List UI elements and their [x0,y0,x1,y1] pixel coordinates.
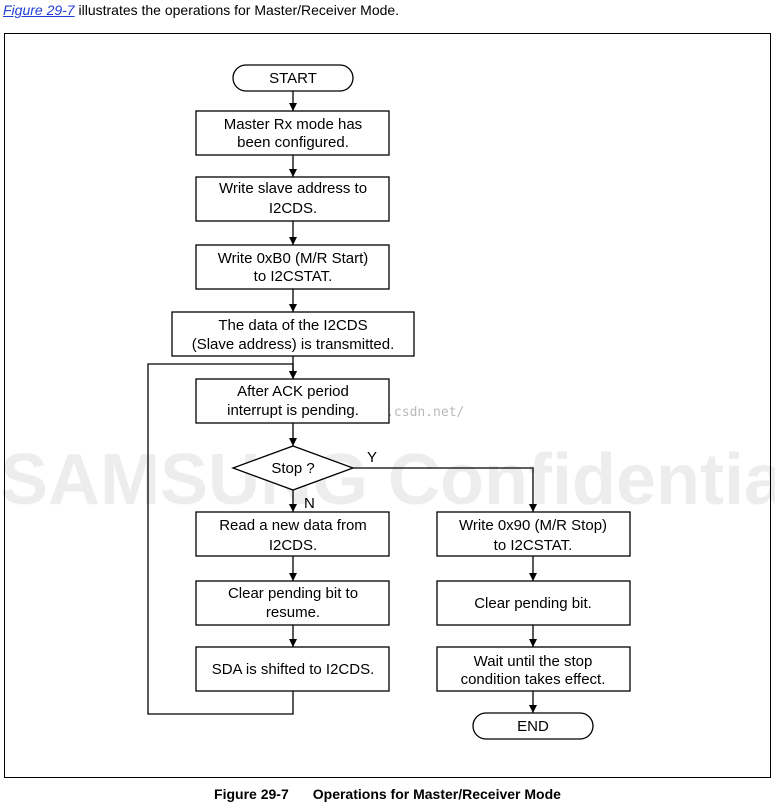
figure-link[interactable]: Figure 29-7 [3,2,75,18]
write-address-line-2: I2CDS. [269,200,317,217]
transmitted-line-2: (Slave address) is transmitted. [192,336,395,353]
intro-text: Figure 29-7 illustrates the operations f… [3,2,399,18]
wait-stop-line-1: Wait until the stop [474,653,593,670]
read-data-line-2: I2CDS. [269,537,317,554]
figure-frame [4,33,771,778]
flowchart-shapes [171,64,631,740]
figure-caption: Figure 29-7 Operations for Master/Receive… [0,786,775,802]
caption-title: Operations for Master/Receiver Mode [312,786,561,802]
sda-shift-label: SDA is shifted to I2CDS. [212,661,375,678]
write-address-line-1: Write slave address to [219,180,367,197]
no-label: N [304,495,315,512]
end-label: END [517,718,549,735]
yes-label: Y [367,449,377,466]
configured-line-2: been configured. [237,134,349,151]
start-label: START [269,70,317,87]
intro-sentence: illustrates the operations for Master/Re… [74,2,400,18]
clear-resume-line-1: Clear pending bit to [228,585,358,602]
clear-resume-box [195,580,390,626]
write-stop-line-2: to I2CSTAT. [494,537,573,554]
read-data-line-1: Read a new data from [219,517,367,534]
wait-stop-box [436,646,631,692]
flowchart-labels: START Master Rx mode has been configured… [192,70,607,735]
clear-resume-line-2: resume. [266,604,320,621]
loop-back-arrow [147,363,297,715]
arrow-decision-yes [353,467,537,512]
transmitted-line-1: The data of the I2CDS [218,317,367,334]
ack-line-2: interrupt is pending. [227,402,359,419]
write-start-line-2: to I2CSTAT. [254,268,333,285]
caption-number: Figure 29-7 [214,786,289,802]
flowchart-arrows [147,91,537,715]
write-start-line-1: Write 0xB0 (M/R Start) [218,250,369,267]
wait-stop-line-2: condition takes effect. [461,671,606,688]
configured-line-1: Master Rx mode has [224,116,362,133]
clear-pending-box [436,580,631,626]
sda-shift-box [195,646,390,692]
write-stop-line-1: Write 0x90 (M/R Stop) [459,517,607,534]
clear-pending-label: Clear pending bit. [474,595,592,612]
decision-label: Stop ? [271,460,314,477]
ack-line-1: After ACK period [237,383,349,400]
watermark-text: SAMSUNG Confidential [0,440,775,520]
